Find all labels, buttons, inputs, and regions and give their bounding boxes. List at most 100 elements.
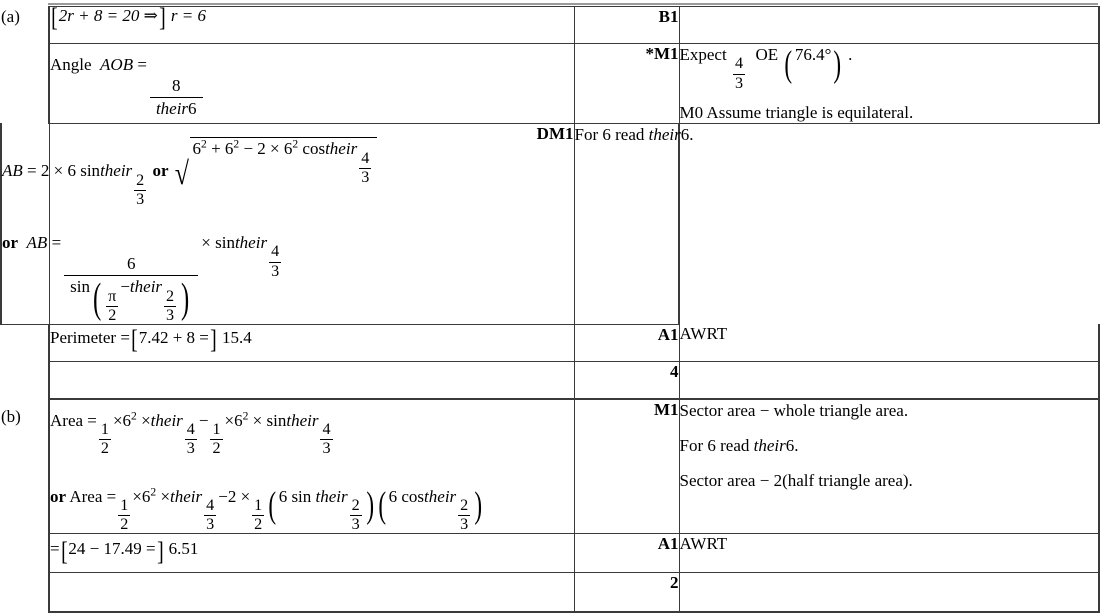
- their-word: their: [286, 410, 319, 430]
- equals-sign: =: [106, 486, 117, 506]
- result-expression: r = 6: [170, 6, 206, 25]
- fraction-denominator: 2: [210, 439, 223, 458]
- mark-cell: B1: [574, 6, 680, 44]
- equals-sign: =: [50, 539, 60, 559]
- fraction-denominator: 2: [252, 515, 265, 534]
- times-sign: ×: [224, 410, 235, 430]
- angle-label: Angle: [50, 55, 92, 74]
- open-paren: (: [92, 274, 102, 322]
- comment-line: Sector area − whole triangle area.: [679, 400, 909, 420]
- table-row: =[24 − 17.49 =] 6.51 A1 AWRT: [1, 533, 1100, 574]
- table-row-total: 2: [1, 572, 1100, 613]
- comment-line: For 6 read their6.: [575, 124, 694, 145]
- fraction-denominator: 2: [106, 305, 119, 324]
- fraction-denominator: 3: [134, 189, 147, 208]
- close-paren: ): [181, 274, 190, 322]
- comments-cell: AWRT: [679, 533, 1100, 574]
- comment-line: For 6 read their6.: [680, 435, 1099, 456]
- their-word: their: [150, 410, 183, 430]
- comments-cell: Sector area − whole triangle area. For 6…: [679, 398, 1100, 535]
- equals-sign: =: [27, 161, 37, 181]
- fraction-numerator: 4: [186, 421, 195, 439]
- mark-cell: M1: [574, 398, 680, 535]
- fraction-numerator: 2: [166, 287, 175, 305]
- exponent: 2: [201, 137, 207, 151]
- math-expression: [2r + 8 = 20 ⇒] r = 6: [50, 4, 574, 31]
- times-sign: ×: [132, 486, 142, 506]
- exponent: 2: [292, 137, 299, 151]
- two-times: 2 ×: [227, 486, 251, 506]
- working-cell: Perimeter =[7.42 + 8 =] 15.4: [48, 324, 575, 362]
- fraction-numerator: 8: [171, 76, 181, 96]
- fraction-numerator: 2: [460, 496, 469, 514]
- comments-cell: AWRT: [679, 324, 1100, 362]
- bracket-expression: 2r + 8 = 20 ⇒: [58, 6, 158, 25]
- open-bracket: [: [60, 536, 68, 566]
- equals-sign: =: [51, 233, 62, 253]
- open-paren: (: [784, 43, 793, 85]
- fraction-denominator: 3: [732, 73, 746, 92]
- angle-name: AOB: [100, 55, 134, 74]
- fraction-numerator: 4: [322, 421, 331, 439]
- their-word: their: [315, 486, 348, 506]
- exponent: 2: [233, 137, 240, 151]
- mark-cell: *M1: [574, 43, 680, 124]
- fraction-numerator: 4: [734, 55, 744, 73]
- minus-sign: −: [218, 486, 228, 506]
- mark-cell: A1: [574, 324, 680, 362]
- fraction-denominator: 3: [204, 515, 217, 534]
- fraction-numerator: 4: [361, 149, 370, 167]
- comment-line: M0 Assume triangle is equilateral.: [679, 102, 914, 122]
- sin-function: sin: [266, 410, 287, 430]
- fraction-denominator: 2: [118, 515, 131, 534]
- mark-cell: A1: [574, 533, 680, 574]
- fraction-numerator: 1: [120, 496, 129, 514]
- fraction-numerator: 4: [206, 496, 215, 514]
- their-word: their: [155, 99, 189, 119]
- comments-cell: [679, 572, 1100, 613]
- exponent: 2: [131, 409, 137, 423]
- six-sin: 6 sin: [278, 486, 312, 506]
- ab-label: AB: [26, 233, 48, 253]
- equals-sign: =: [87, 410, 97, 430]
- comments-cell: [679, 6, 1100, 44]
- part-label-spacer: [1, 573, 49, 613]
- plus-sign: +: [211, 139, 221, 159]
- fraction-numerator: 1: [254, 496, 263, 514]
- part-label-spacer: [1, 534, 49, 573]
- mark-scheme-table: (a) [2r + 8 = 20 ⇒] r = 6 B1 Angle AOB =…: [0, 4, 1100, 613]
- working-cell: [2r + 8 = 20 ⇒] r = 6: [48, 4, 575, 44]
- close-paren: ): [366, 485, 374, 527]
- fraction-denominator: 3: [349, 515, 362, 534]
- part-total-mark: 2: [574, 572, 680, 613]
- minus-sign: −: [198, 410, 209, 430]
- six: 6: [122, 410, 132, 430]
- open-paren: (: [378, 485, 387, 527]
- fraction-denominator: 2: [98, 439, 111, 458]
- table-row: Perimeter =[7.42 + 8 =] 15.4 A1 AWRT: [1, 324, 1100, 362]
- minus-sign: −: [243, 139, 254, 159]
- close-paren: ): [833, 43, 842, 85]
- or-connector: or: [152, 161, 169, 181]
- working-cell: =[24 − 17.49 =] 6.51: [48, 533, 575, 574]
